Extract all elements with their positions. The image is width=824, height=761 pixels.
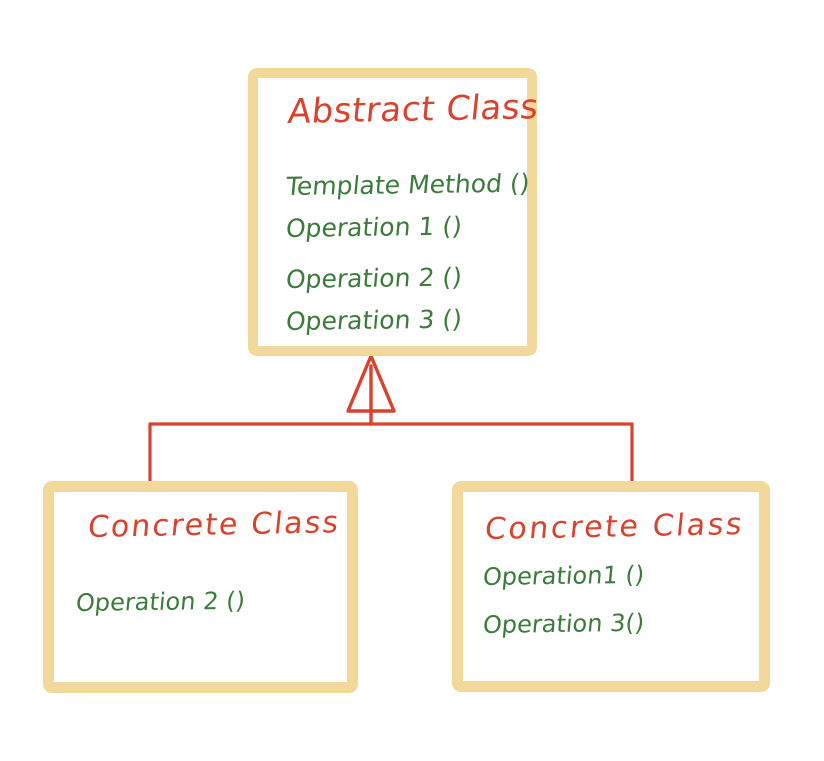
concrete-class-right-title: Concrete Class: [483, 507, 746, 547]
concrete-class-right-member-list: Operation1 () Operation 3(): [481, 561, 759, 639]
member-item: Operation 1 (): [284, 211, 464, 243]
member-item: Operation 3(): [481, 608, 646, 639]
concrete-class-box-left[interactable]: Concrete Class Operation 2 (): [43, 481, 358, 693]
member-item: Operation 2 (): [74, 586, 247, 617]
concrete-class-left-member-list: Operation 2 (): [75, 587, 347, 617]
concrete-class-left-title: Concrete Class: [86, 505, 342, 545]
member-item: Operation 3 (): [284, 304, 464, 336]
concrete-class-box-right[interactable]: Concrete Class Operation1 () Operation 3…: [452, 481, 770, 692]
member-item: Operation1 (): [481, 560, 646, 591]
abstract-class-title: Abstract Class: [285, 87, 541, 132]
abstract-class-member-list: Template Method () Operation 1 () Operat…: [284, 168, 531, 336]
abstract-class-box[interactable]: Abstract Class Template Method () Operat…: [248, 68, 541, 356]
member-item: Operation 2 (): [284, 262, 464, 294]
member-item: Template Method (): [284, 168, 531, 201]
